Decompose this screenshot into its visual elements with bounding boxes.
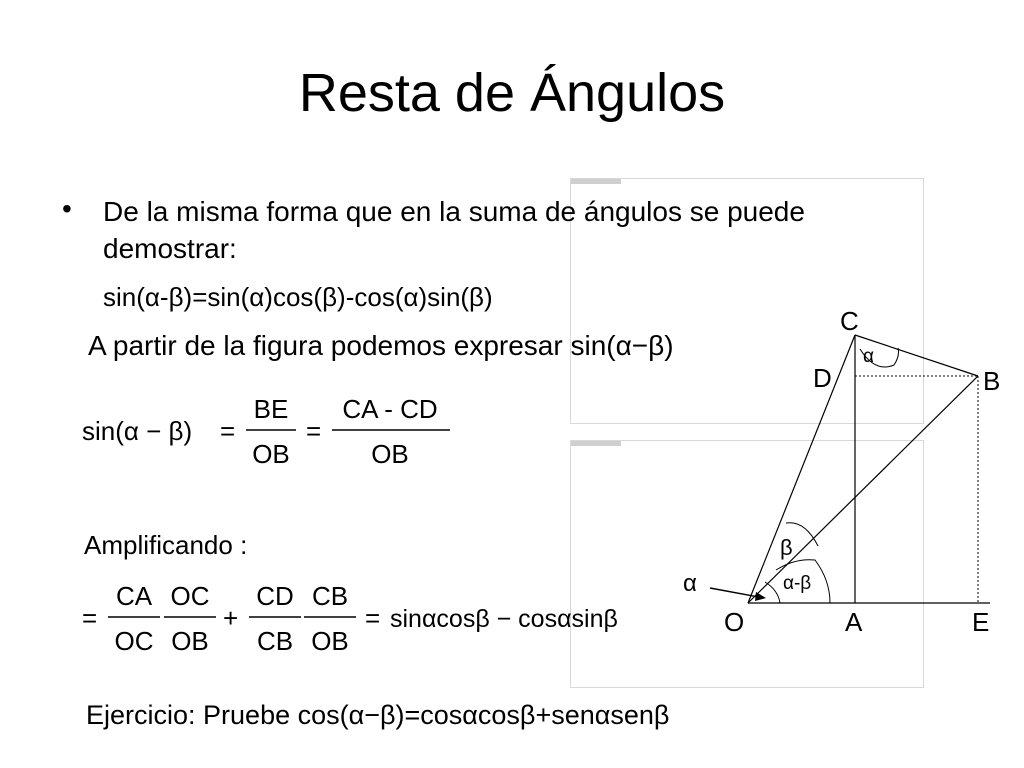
arc-small-at-O: [764, 581, 781, 604]
arc-beta: [785, 522, 819, 547]
arc-alpha-at-C: [859, 347, 899, 368]
eq2-plus: +: [223, 603, 238, 633]
image-placeholder-top: [570, 178, 924, 424]
bullet-text: De la misma forma que en la suma de ángu…: [103, 196, 805, 264]
eq1-frac2-numerator: CA - CD: [342, 394, 437, 424]
broken-image-icon: [571, 441, 621, 446]
eq2-f4-denominator: OB: [311, 626, 349, 656]
eq1-equals-2: =: [306, 416, 321, 446]
eq2-equals: =: [365, 603, 380, 633]
alpha-pointer-arrow: [709, 587, 765, 599]
label-point-C: C: [840, 306, 859, 336]
line-CB: [854, 334, 979, 377]
slide-title: Resta de Ángulos: [298, 63, 726, 123]
arc-alpha-minus-beta: [775, 559, 831, 604]
eq2-f2-denominator: OB: [171, 626, 209, 656]
eq2-lead-equals: =: [82, 603, 97, 633]
identity-formula: sin(α-β)=sin(α)cos(β)-cos(α)sin(β): [103, 282, 493, 312]
arrowhead-icon: [755, 592, 766, 601]
eq2-f3-denominator: CB: [257, 626, 293, 656]
eq1-frac2-denominator: OB: [371, 439, 409, 469]
equation-sin-difference: sin(α − β) = BE OB = CA - CD OB: [82, 394, 450, 469]
label-angle-alpha-minus-beta: α-β: [783, 573, 811, 594]
label-angle-alpha-top: α: [863, 346, 874, 367]
eq2-f2-numerator: OC: [171, 581, 210, 611]
eq1-frac1-denominator: OB: [252, 439, 290, 469]
amplificando-label: Amplificando :: [84, 530, 248, 560]
exercise-text: Ejercicio: Pruebe cos(α−β)=cosαcosβ+senα…: [86, 700, 670, 730]
label-point-E: E: [972, 607, 989, 637]
eq2-f1-numerator: CA: [116, 581, 153, 611]
eq2-f4-numerator: CB: [312, 581, 348, 611]
label-point-B: B: [983, 366, 1000, 396]
bullet-marker: •: [62, 193, 72, 224]
eq1-lhs: sin(α − β): [82, 416, 192, 446]
label-angle-alpha-arrow: α: [683, 570, 697, 597]
label-angle-beta: β: [780, 535, 793, 560]
line-OB: [747, 375, 979, 604]
line-OC: [747, 334, 856, 604]
image-placeholder-bottom: [570, 440, 924, 688]
equation-expansion: = CA OC OC OB + CD CB CB OB = sinαcosβ −…: [82, 581, 618, 656]
label-point-O: O: [724, 607, 744, 637]
eq2-f1-denominator: OC: [115, 626, 154, 656]
eq1-frac1-numerator: BE: [254, 394, 289, 424]
eq2-result: sinαcosβ − cosαsinβ: [390, 605, 618, 633]
figure-intro-text: A partir de la figura podemos expresar s…: [88, 330, 674, 361]
label-point-D: D: [813, 363, 832, 393]
broken-image-icon: [571, 179, 621, 184]
eq2-f3-numerator: CD: [256, 581, 294, 611]
label-point-A: A: [845, 607, 863, 637]
eq1-equals-1: =: [220, 416, 235, 446]
